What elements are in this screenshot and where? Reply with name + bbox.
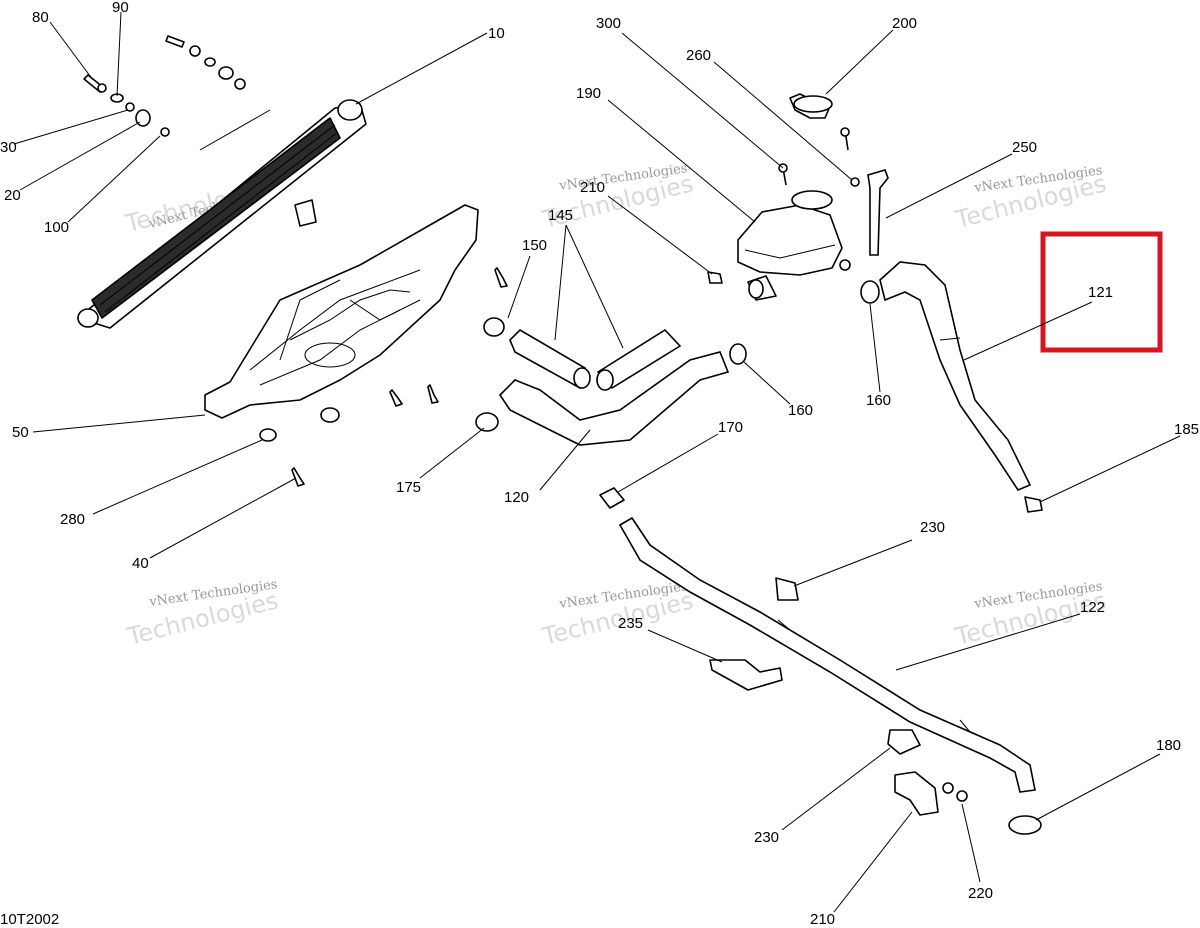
- callout-220: 220: [968, 885, 993, 902]
- hose-121-part: [860, 261, 1043, 513]
- callout-122: 122: [1080, 599, 1105, 616]
- callout-100: 100: [44, 219, 69, 236]
- callout-180: 180: [1156, 737, 1181, 754]
- callout-20: 20: [4, 187, 21, 204]
- callout-121: 121: [1088, 284, 1113, 301]
- callout-90: 90: [112, 0, 129, 16]
- callout-260: 260: [686, 47, 711, 64]
- callout-10: 10: [488, 25, 505, 42]
- hose-122-part: [599, 487, 1042, 835]
- callout-210-top: 210: [580, 179, 605, 196]
- hose-assembly-parts: [475, 317, 747, 446]
- fan-shroud-part: [204, 204, 479, 419]
- callout-50: 50: [12, 424, 29, 441]
- expansion-tank-part: [707, 93, 889, 301]
- drawing-code: 10T2002: [0, 911, 59, 928]
- callout-200: 200: [892, 15, 917, 32]
- radiator-part: [77, 99, 367, 329]
- callout-190: 190: [576, 85, 601, 102]
- leader-lines: [13, 11, 1181, 913]
- callout-160-a: 160: [788, 402, 813, 419]
- callout-230-a: 230: [920, 519, 945, 536]
- callout-300: 300: [596, 15, 621, 32]
- callout-145: 145: [548, 207, 573, 224]
- callout-160-b: 160: [866, 392, 891, 409]
- callout-150: 150: [522, 237, 547, 254]
- callout-30: 30: [0, 139, 17, 156]
- highlight-box: [1040, 231, 1163, 353]
- callout-175: 175: [396, 479, 421, 496]
- callout-230-b: 230: [754, 829, 779, 846]
- callout-235: 235: [618, 615, 643, 632]
- callout-250: 250: [1012, 139, 1037, 156]
- callout-80: 80: [32, 9, 49, 26]
- callout-170: 170: [718, 419, 743, 436]
- callout-280: 280: [60, 511, 85, 528]
- hardware-small-parts: [83, 35, 508, 487]
- callout-210-bottom: 210: [810, 911, 835, 928]
- callout-40: 40: [132, 555, 149, 572]
- callout-185: 185: [1174, 421, 1199, 438]
- callout-120: 120: [504, 489, 529, 506]
